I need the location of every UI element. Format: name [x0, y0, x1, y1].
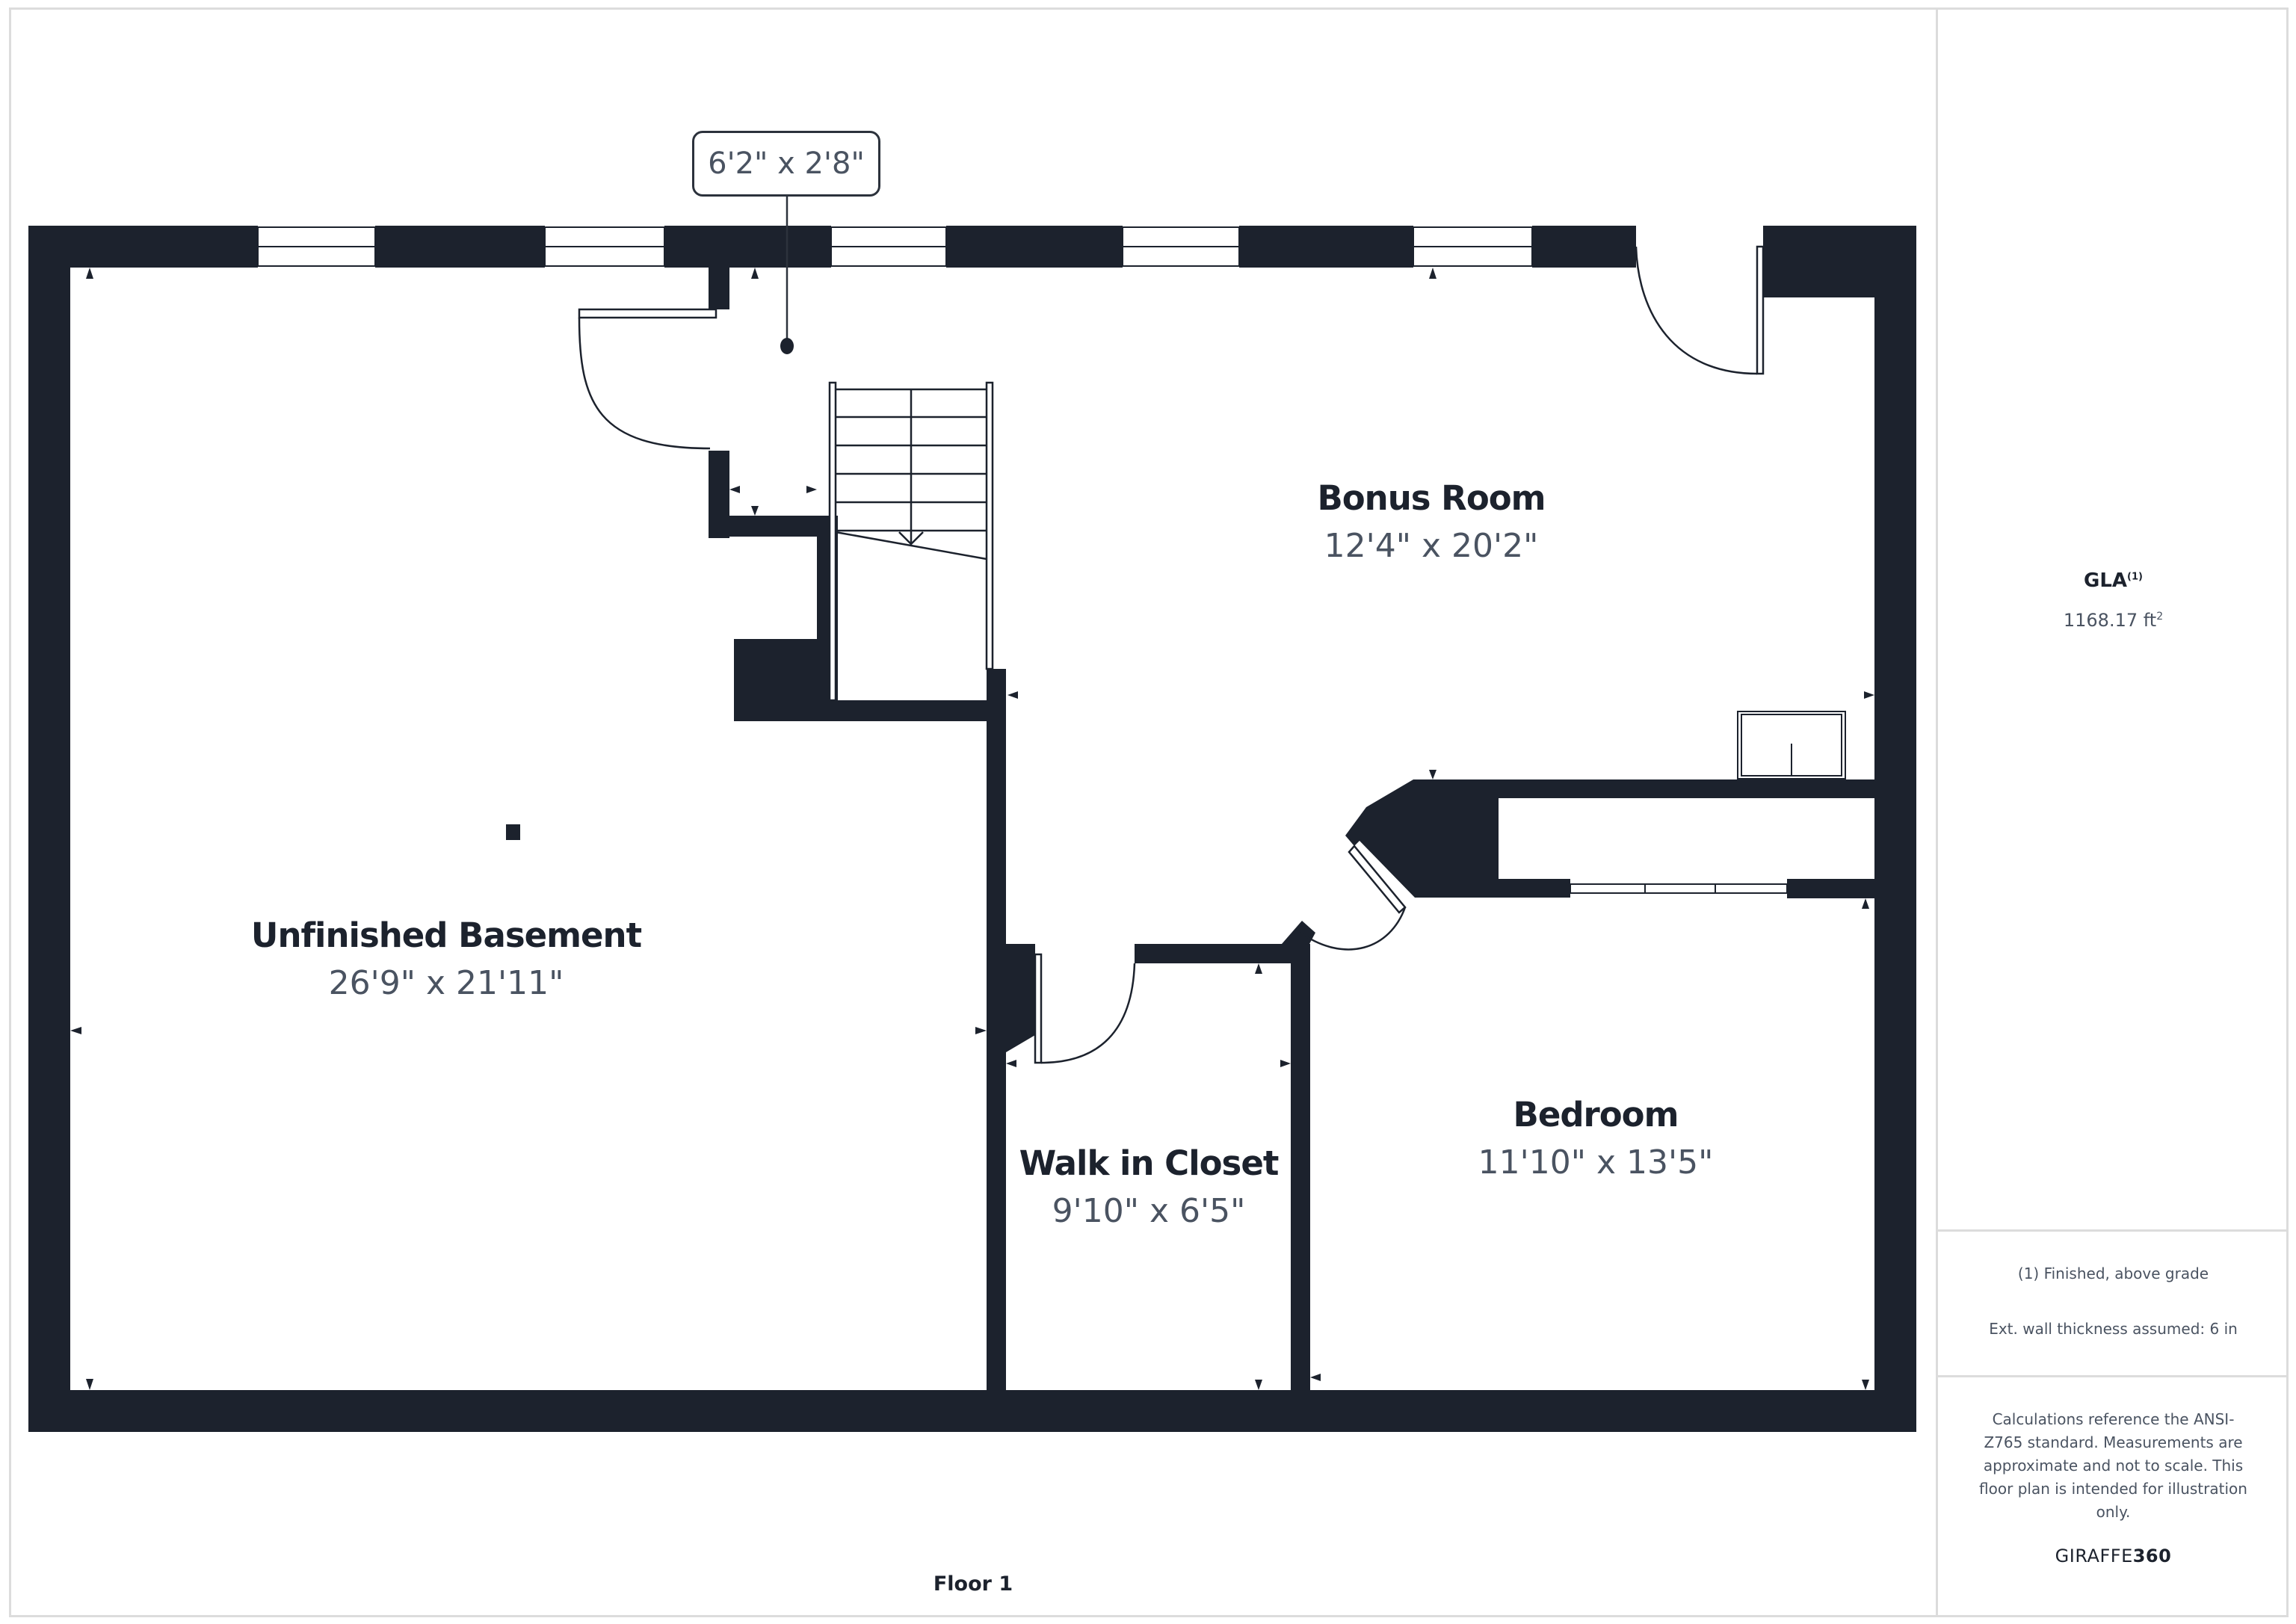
door-swing-arc [578, 317, 711, 450]
room-label-walk-in-closet: Walk in Closet 9'10" x 6'5" [1019, 1143, 1280, 1230]
brand-light: GIRAFFE [2055, 1546, 2133, 1566]
room-name: Walk in Closet [1019, 1143, 1280, 1183]
note-finished: (1) Finished, above grade [2017, 1265, 2209, 1282]
interior-wall [1787, 879, 1874, 898]
gla-title-text: GLA [2084, 569, 2128, 592]
support-column [506, 824, 520, 840]
exterior-wall-right [1763, 226, 1916, 1430]
interior-wall [1345, 779, 1874, 898]
page-frame [9, 7, 2289, 1617]
exterior-wall-bottom [28, 1390, 1916, 1432]
exterior-wall-left [28, 226, 70, 1432]
door-leaf [1348, 845, 1407, 914]
door-swing-arc [1300, 907, 1407, 951]
floor-label: Floor 1 [933, 1572, 1013, 1596]
note-wall-thickness: Ext. wall thickness assumed: 6 in [1989, 1320, 2238, 1338]
sliding-door [1570, 883, 1788, 894]
stair-landing-dimension-callout: 6'2" x 2'8" [692, 131, 880, 197]
gla-value: 1168.17 ft2 [1938, 610, 2289, 631]
gla-unit-superscript: 2 [2156, 611, 2164, 623]
brand-bold: 360 [2132, 1546, 2172, 1566]
exterior-wall-top [664, 226, 831, 268]
dimension-markers [70, 268, 1874, 1390]
room-dimensions: 12'4" x 20'2" [1324, 527, 1539, 565]
room-label-unfinished-basement: Unfinished Basement 26'9" x 21'11" [250, 916, 642, 1002]
interior-wall [1135, 944, 1292, 963]
door-leaf [1756, 245, 1765, 375]
exterior-wall-top [1239, 226, 1413, 268]
door-leaf [1034, 953, 1043, 1064]
disclaimer: Calculations reference the ANSI-Z765 sta… [1979, 1410, 2247, 1521]
room-label-bonus-room: Bonus Room 12'4" x 20'2" [1317, 478, 1546, 565]
room-dimensions: 26'9" x 21'11" [328, 964, 564, 1002]
interior-wall [1006, 944, 1035, 1052]
room-label-bedroom: Bedroom 11'10" x 13'5" [1478, 1095, 1714, 1182]
staircase [828, 381, 994, 702]
interior-wall [817, 700, 987, 721]
door-swing-arc [1040, 963, 1136, 1064]
callout-dot [780, 338, 794, 354]
room-dimensions: 11'10" x 13'5" [1478, 1143, 1714, 1182]
exterior-wall-top [946, 226, 1123, 268]
interior-wall [1291, 944, 1310, 1392]
interior-wall [709, 266, 729, 309]
interior-wall [709, 516, 838, 537]
utility-fixture [1737, 711, 1846, 779]
room-dimensions: 9'10" x 6'5" [1052, 1192, 1246, 1230]
exterior-wall-top [1532, 226, 1636, 268]
gla-footnote-marker: (1) [2127, 571, 2143, 583]
gla-title: GLA(1) [2084, 569, 2143, 592]
room-name: Bedroom [1513, 1095, 1679, 1134]
door-swing-arc [1635, 246, 1758, 375]
door-leaf [578, 308, 718, 319]
sidebar-separator [1938, 1375, 2289, 1377]
room-name: Unfinished Basement [250, 916, 642, 955]
room-name: Bonus Room [1317, 478, 1546, 518]
sidebar-divider [1936, 7, 1938, 1617]
gla-heading: GLA(1) [1938, 569, 2289, 592]
brand-logo: GIRAFFE360 [1938, 1546, 2289, 1566]
gla-value-text: 1168.17 ft [2063, 610, 2157, 631]
interior-wall [987, 669, 1006, 1431]
sidebar-separator [1938, 1229, 2289, 1232]
exterior-wall-top [375, 226, 545, 268]
